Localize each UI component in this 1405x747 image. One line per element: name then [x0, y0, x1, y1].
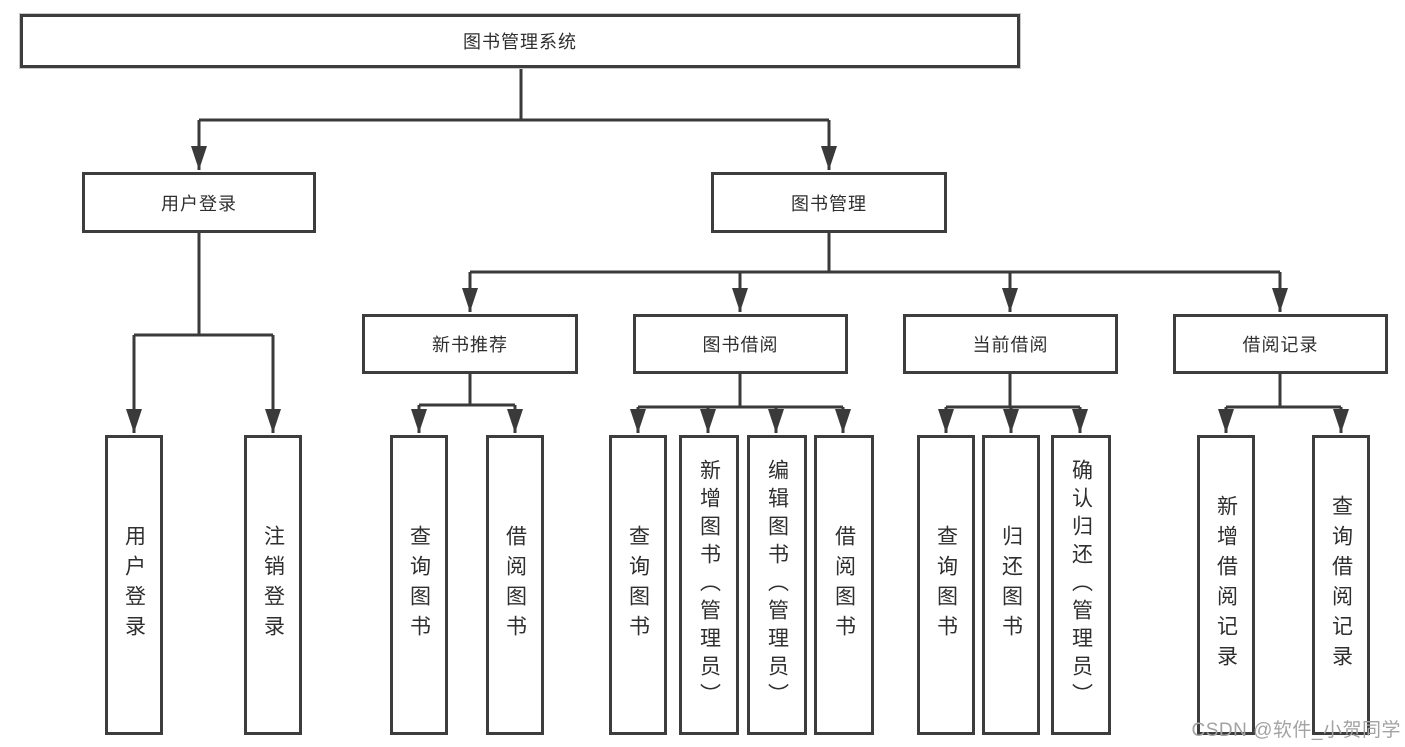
leaf-user-login: 用户登录 [105, 435, 163, 735]
node-borrowing-records: 借阅记录 [1173, 314, 1388, 374]
leaf-borrow-books-recommend: 借阅图书 [486, 435, 544, 735]
node-label: 注销登录 [261, 525, 285, 645]
leaf-edit-book-admin: 编辑图书（管理员） [747, 435, 807, 735]
node-current-borrowing: 当前借阅 [903, 314, 1118, 374]
node-label: 用户登录 [122, 525, 146, 645]
node-label: 借阅记录 [1242, 335, 1319, 355]
leaf-logout: 注销登录 [244, 435, 302, 735]
csdn-watermark: CSDN @软件_小贺同学 [1191, 720, 1401, 741]
node-label: 确认归还（管理员） [1069, 459, 1093, 711]
node-label: 归还图书 [999, 525, 1023, 645]
leaf-query-books-current: 查询图书 [917, 435, 975, 735]
node-label: 图书管理系统 [463, 32, 577, 52]
node-label: 借阅图书 [503, 525, 527, 645]
leaf-add-borrow-record: 新增借阅记录 [1197, 435, 1255, 735]
node-library-management-system: 图书管理系统 [20, 14, 1020, 68]
node-label: 查询图书 [626, 525, 650, 645]
node-label: 新增借阅记录 [1214, 495, 1238, 675]
node-label: 图书管理 [791, 193, 867, 214]
node-label: 当前借阅 [972, 335, 1049, 355]
node-label: 编辑图书（管理员） [765, 459, 789, 711]
node-label: 查询图书 [934, 525, 958, 645]
node-user-login: 用户登录 [82, 172, 316, 233]
leaf-confirm-return-admin: 确认归还（管理员） [1051, 435, 1111, 735]
node-label: 用户登录 [161, 193, 237, 214]
leaf-borrow-books-borrowing: 借阅图书 [814, 435, 874, 735]
leaf-return-books: 归还图书 [982, 435, 1040, 735]
node-label: 新书推荐 [432, 335, 508, 355]
node-label: 查询借阅记录 [1329, 495, 1353, 675]
node-label: 查询图书 [407, 525, 431, 645]
leaf-query-books-recommend: 查询图书 [390, 435, 448, 735]
node-label: 图书借阅 [702, 335, 779, 355]
leaf-query-books-borrowing: 查询图书 [609, 435, 667, 735]
node-book-management: 图书管理 [711, 172, 947, 233]
node-label: 新增图书（管理员） [697, 459, 721, 711]
node-new-book-recommendation: 新书推荐 [362, 314, 578, 374]
leaf-add-book-admin: 新增图书（管理员） [679, 435, 739, 735]
leaf-query-borrow-record: 查询借阅记录 [1312, 435, 1370, 735]
node-label: 借阅图书 [832, 525, 856, 645]
node-book-borrowing: 图书借阅 [633, 314, 848, 374]
